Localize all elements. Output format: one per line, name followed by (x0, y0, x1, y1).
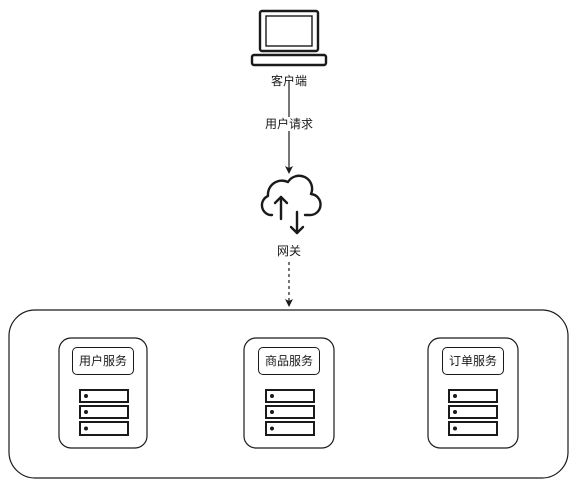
request-edge-label: 用户请求 (262, 117, 316, 131)
computer-terminal-icon (250, 9, 328, 67)
server-rack-icon (79, 389, 129, 436)
service-label-product: 商品服务 (258, 347, 320, 375)
server-rack-icon (265, 389, 315, 436)
cloud-upload-download-icon (260, 174, 322, 235)
service-label-order: 订单服务 (442, 347, 504, 375)
service-cluster-container (8, 309, 569, 479)
client-label: 客户端 (270, 74, 308, 88)
service-label-user: 用户服务 (72, 347, 134, 375)
gateway-label: 网关 (274, 244, 304, 258)
server-rack-icon (448, 389, 498, 436)
